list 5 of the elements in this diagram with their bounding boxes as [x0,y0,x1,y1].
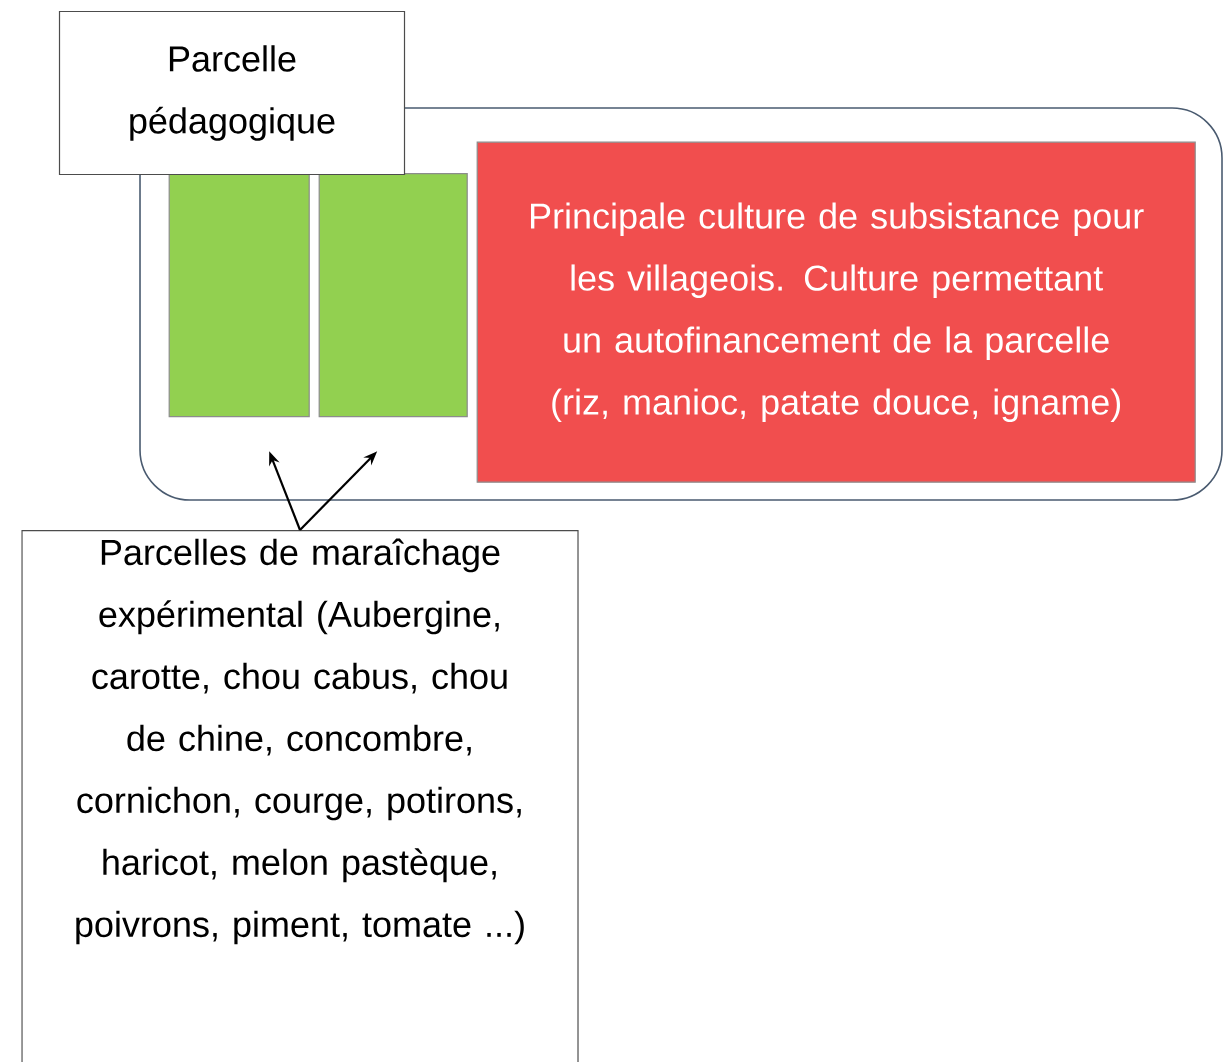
plot-bed [318,173,468,418]
crop-box: Principale culture de subsistance pour les villageois. Culture permettant un autofinancement de la parcelle (riz, manioc, patate douce, igname) [476,141,1196,483]
text-box: Parcelle pédagogique [58,10,406,176]
text-box: Parcelles de maraîchage expérimental (Aubergine, carotte, chou cabus, chou de chine, concombre, cornichon, courge, potirons, haricot, melon pastèque, poivrons, piment, tomate ...) [21,530,579,1062]
plot-bed [168,173,310,418]
